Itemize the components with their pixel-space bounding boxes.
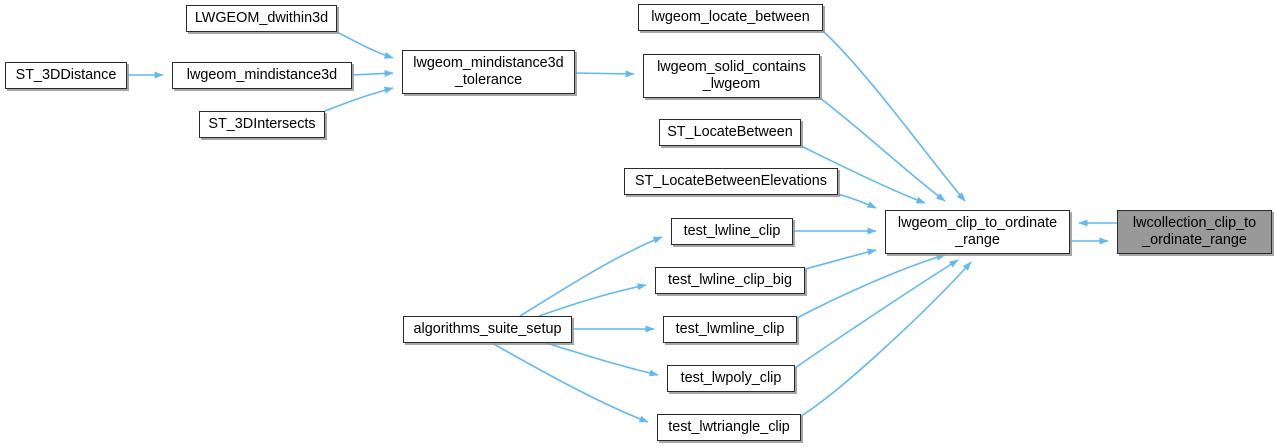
graph-node-lwgeom_mindistance3d_tol[interactable]: lwgeom_mindistance3d _tolerance xyxy=(402,50,575,94)
graph-node-label: ST_LocateBetween xyxy=(667,124,793,140)
graph-node-label: lwgeom_mindistance3d xyxy=(186,67,338,83)
graph-node-test_lwpoly_clip[interactable]: test_lwpoly_clip xyxy=(667,365,795,392)
graph-edge-lwgeom_dwithin3d-to-lwgeom_mindistance3d_tol xyxy=(336,31,394,59)
graph-node-algorithms_suite_setup[interactable]: algorithms_suite_setup xyxy=(403,316,572,343)
graph-node-label: test_lwpoly_clip xyxy=(680,370,782,386)
graph-edge-algorithms_suite_setup-to-test_lwline_clip xyxy=(519,236,663,317)
graph-edge-algorithms_suite_setup-to-test_lwline_clip_big xyxy=(538,283,647,317)
graph-node-test_lwmline_clip[interactable]: test_lwmline_clip xyxy=(663,316,797,343)
graph-node-test_lwline_clip_big[interactable]: test_lwline_clip_big xyxy=(655,267,805,294)
graph-node-test_lwline_clip[interactable]: test_lwline_clip xyxy=(671,218,793,245)
graph-node-label: test_lwtriangle_clip xyxy=(668,419,790,435)
graph-edge-algorithms_suite_setup-to-test_lwpoly_clip xyxy=(545,342,659,377)
graph-node-st_3ddistance[interactable]: ST_3DDistance xyxy=(5,62,127,89)
graph-edge-test_lwline_clip_big-to-lwgeom_clip_to_ordinate_range xyxy=(804,248,877,270)
graph-edge-lwgeom_mindistance3d-to-lwgeom_mindistance3d_tol xyxy=(351,69,394,77)
graph-node-label: lwgeom_solid_contains _lwgeom xyxy=(657,59,806,92)
graph-edge-test_lwtriangle_clip-to-lwgeom_clip_to_ordinate_range xyxy=(800,261,972,417)
graph-node-st_3dintersects[interactable]: ST_3DIntersects xyxy=(199,111,325,138)
graph-node-label: ST_3DIntersects xyxy=(208,116,316,132)
graph-node-label: lwcollection_clip_to _ordinate_range xyxy=(1132,215,1257,248)
graph-node-label: ST_3DDistance xyxy=(15,67,117,83)
graph-node-label: lwgeom_locate_between xyxy=(651,9,810,25)
graph-node-st_locatebetweenelevations[interactable]: ST_LocateBetweenElevations xyxy=(624,168,838,195)
graph-node-lwgeom_mindistance3d[interactable]: lwgeom_mindistance3d xyxy=(172,62,352,89)
graph-node-test_lwtriangle_clip[interactable]: test_lwtriangle_clip xyxy=(657,414,801,441)
graph-edge-st_3dintersects-to-lwgeom_mindistance3d_tol xyxy=(324,86,394,112)
graph-edge-test_lwmline_clip-to-lwgeom_clip_to_ordinate_range xyxy=(796,253,946,319)
graph-node-label: lwgeom_clip_to_ordinate _range xyxy=(897,215,1058,248)
graph-edge-lwgeom_solid_contains_lwgeom-to-lwgeom_clip_to_ordinate_range xyxy=(819,97,946,202)
graph-node-label: test_lwline_clip_big xyxy=(668,272,792,288)
graph-node-lwgeom_solid_contains_lwgeom[interactable]: lwgeom_solid_contains _lwgeom xyxy=(643,54,820,98)
graph-node-lwgeom_dwithin3d[interactable]: LWGEOM_dwithin3d xyxy=(186,5,337,32)
graph-edge-test_lwpoly_clip-to-lwgeom_clip_to_ordinate_range xyxy=(794,259,959,369)
graph-node-label: test_lwline_clip xyxy=(683,223,781,239)
graph-node-label: lwgeom_mindistance3d _tolerance xyxy=(413,55,564,88)
graph-node-label: LWGEOM_dwithin3d xyxy=(194,10,329,26)
graph-node-label: algorithms_suite_setup xyxy=(413,321,562,337)
graph-node-lwcollection_clip_to_ordinate_range[interactable]: lwcollection_clip_to _ordinate_range xyxy=(1117,210,1272,254)
graph-edge-lwgeom_mindistance3d_tol-to-lwgeom_solid_contains_lwgeom xyxy=(574,70,635,78)
graph-node-lwgeom_locate_between[interactable]: lwgeom_locate_between xyxy=(638,4,823,31)
graph-edge-st_locatebetweenelevations-to-lwgeom_clip_to_ordinate_range xyxy=(837,193,877,209)
graph-edge-algorithms_suite_setup-to-test_lwtriangle_clip xyxy=(491,342,649,423)
graph-node-st_locatebetween[interactable]: ST_LocateBetween xyxy=(659,119,801,146)
graph-edge-lwgeom_locate_between-to-lwgeom_clip_to_ordinate_range xyxy=(822,30,966,202)
graph-node-label: ST_LocateBetweenElevations xyxy=(635,173,827,189)
graph-node-lwgeom_clip_to_ordinate_range[interactable]: lwgeom_clip_to_ordinate _range xyxy=(885,210,1070,254)
graph-node-label: test_lwmline_clip xyxy=(675,321,785,337)
